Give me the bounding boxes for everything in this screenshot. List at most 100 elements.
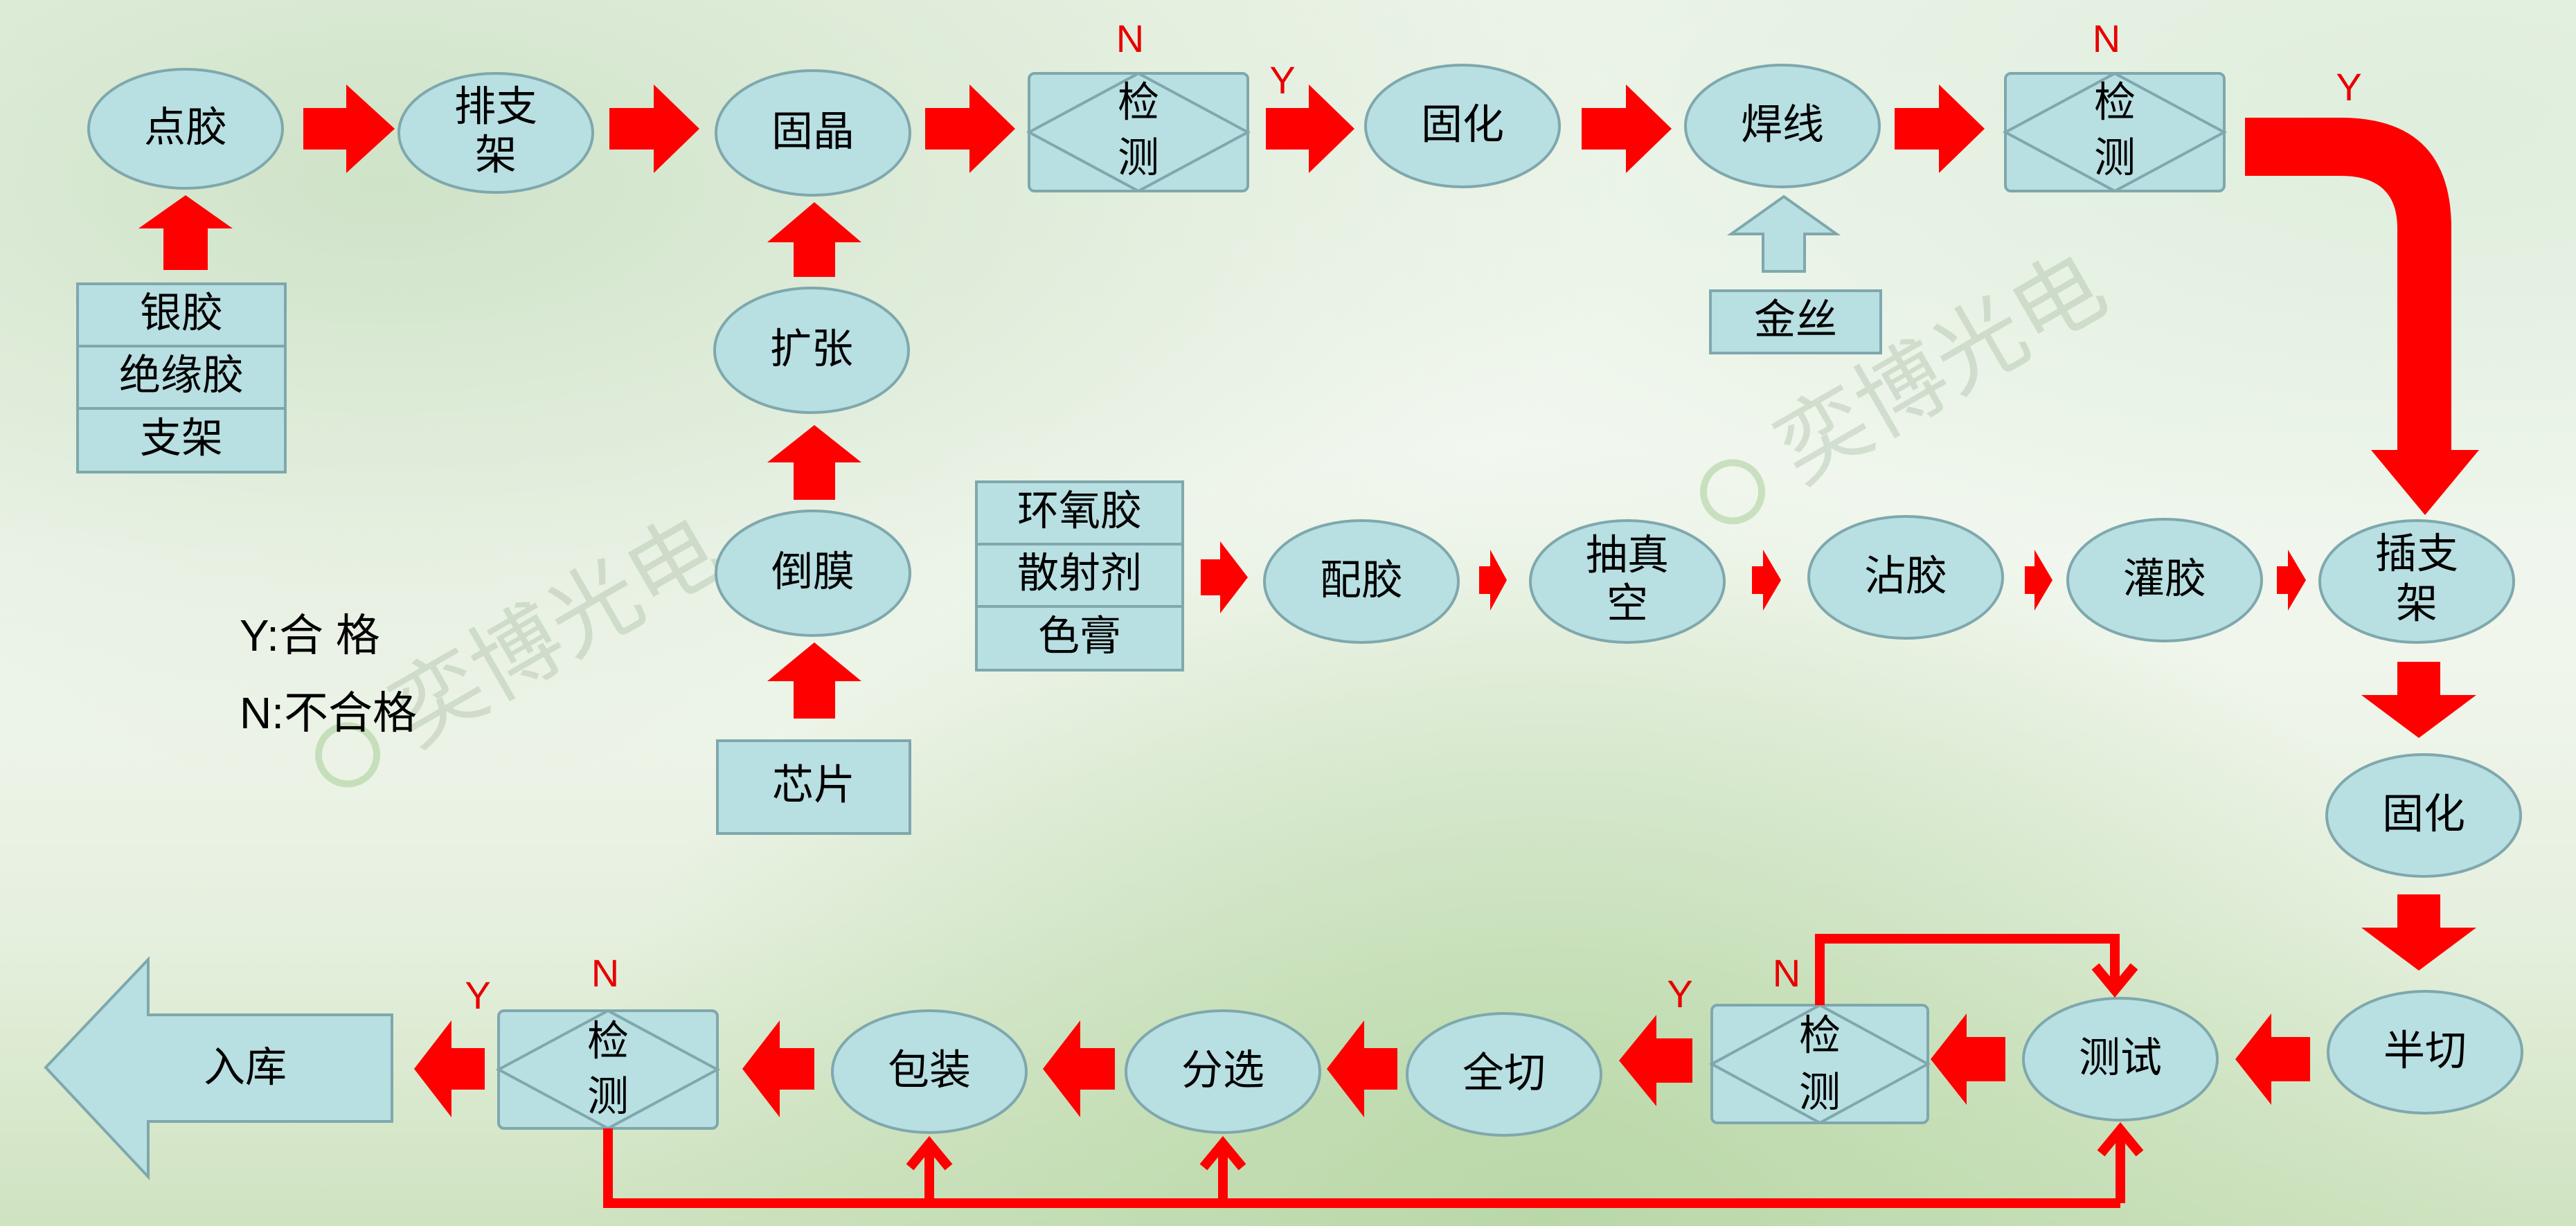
arrow-left [1043,1020,1115,1117]
feedback-arrowhead [906,1135,953,1171]
material-label: 环氧胶 [1017,487,1142,536]
node-label-line2: 测 [1118,134,1159,183]
node-guhua1: 固化 [1364,64,1561,188]
node-label: 点胶 [144,104,227,152]
watermark-text: 奕博光电 [1759,232,2123,503]
leaf-logo-icon [1700,459,1766,525]
node-label-line2: 空 [1607,580,1648,629]
node-label-line2: 架 [475,132,517,180]
arrow-right [2025,550,2052,611]
arrow-left [1931,1013,2005,1105]
node-label: 固晶 [771,108,855,156]
arrow-up [138,195,233,270]
arrow-right [1895,84,1985,173]
node-banqie: 半切 [2327,990,2523,1115]
flag-n: N [2093,17,2120,60]
node-label-line1: 插支 [2375,530,2458,579]
node-jiance2: 检 测 [2002,71,2228,193]
node-guanjiao: 灌胶 [2066,518,2263,642]
arrow-left [1619,1015,1692,1106]
node-xinpian: 芯片 [716,739,911,835]
arrow-right [1266,84,1354,173]
leaf-logo-icon [315,722,381,788]
node-label: 分选 [1181,1047,1264,1095]
arrow-right [1582,84,1672,173]
flag-n: N [1116,17,1144,60]
node-ceshi: 测试 [2022,997,2219,1121]
arrow-up [767,425,861,500]
node-label: 固化 [1421,101,1504,150]
node-baozhuang: 包装 [831,1009,1028,1134]
feedback-arrowhead [2097,1121,2144,1157]
node-label: 包装 [888,1047,971,1095]
materials-left-stack: 银胶 绝缘胶 支架 [76,282,287,474]
arrow-right [1752,550,1781,611]
node-hanxian: 焊线 [1684,64,1881,188]
flag-n: N [591,951,619,995]
node-gujing: 固晶 [715,69,911,197]
node-daomo: 倒膜 [715,510,911,637]
feedback-arrowhead [1199,1135,1246,1171]
node-ruku: 入库 [44,955,393,1181]
node-label: 入库 [204,1044,287,1092]
arrow-left [742,1020,814,1117]
node-jinsi: 金丝 [1709,289,1882,354]
arrow-down [2361,894,2476,971]
node-label-line1: 检 [587,1018,629,1066]
material-label: 绝缘胶 [119,352,244,400]
arrow-bend-down [2245,118,2479,515]
node-label: 灌胶 [2123,555,2206,604]
node-label: 沾胶 [1864,552,1947,601]
feedback-arrowhead [2091,963,2138,998]
node-label: 配胶 [1320,557,1403,605]
material-label: 色膏 [1038,613,1121,661]
node-jiance1: 检 测 [1026,71,1251,193]
arrow-up [767,202,861,277]
node-label: 测试 [2079,1034,2162,1083]
node-label-line1: 排支 [454,83,537,132]
arrow-up-hollow [1726,195,1841,273]
node-label: 半切 [2383,1027,2467,1076]
node-dianjiao: 点胶 [87,68,284,190]
node-label: 金丝 [1754,296,1837,345]
node-guhua2: 固化 [2325,753,2522,878]
node-jiance4: 检 测 [495,1009,721,1130]
arrow-left [1327,1020,1397,1117]
watermark-right: 奕博光电 [1700,232,2123,525]
node-label: 倒膜 [771,548,855,597]
arrow-right [609,84,699,173]
node-kuozhang: 扩张 [713,287,910,414]
node-peijiao: 配胶 [1263,519,1460,644]
node-label: 焊线 [1741,101,1824,150]
flag-y: Y [1269,58,1295,102]
node-label-line2: 测 [1799,1069,1841,1117]
feedback-line-bottom [603,1128,2120,1208]
arrow-right [1479,550,1507,611]
node-chazhijia: 插支 架 [2318,519,2515,644]
node-zhanjiao: 沾胶 [1807,515,2004,640]
node-fenxuan: 分选 [1125,1009,1321,1134]
node-label: 全切 [1463,1049,1546,1098]
node-label: 扩张 [770,325,853,374]
feedback-line-retest [1815,934,2120,1005]
legend-yes: Y:合 格 [240,611,380,660]
node-paizhijia: 排支 架 [397,72,594,194]
arrow-left [414,1020,485,1117]
material-label: 支架 [140,415,223,463]
material-label: 银胶 [140,289,223,338]
node-label-line2: 架 [2396,580,2438,629]
node-label-line1: 检 [1118,79,1159,127]
flag-y: Y [465,973,490,1017]
node-label-line1: 检 [1799,1012,1841,1061]
materials-mid-stack: 环氧胶 散射剂 色膏 [975,480,1184,671]
flag-y: Y [1667,972,1692,1016]
node-jiance3: 检 测 [1708,1003,1931,1125]
arrow-right [1201,541,1248,613]
legend-no: N:不合格 [240,688,417,738]
arrow-right [303,84,395,173]
node-label-line2: 测 [587,1073,629,1121]
arrow-down [2361,662,2476,738]
flag-y: Y [2336,65,2361,109]
arrow-up [767,642,861,719]
